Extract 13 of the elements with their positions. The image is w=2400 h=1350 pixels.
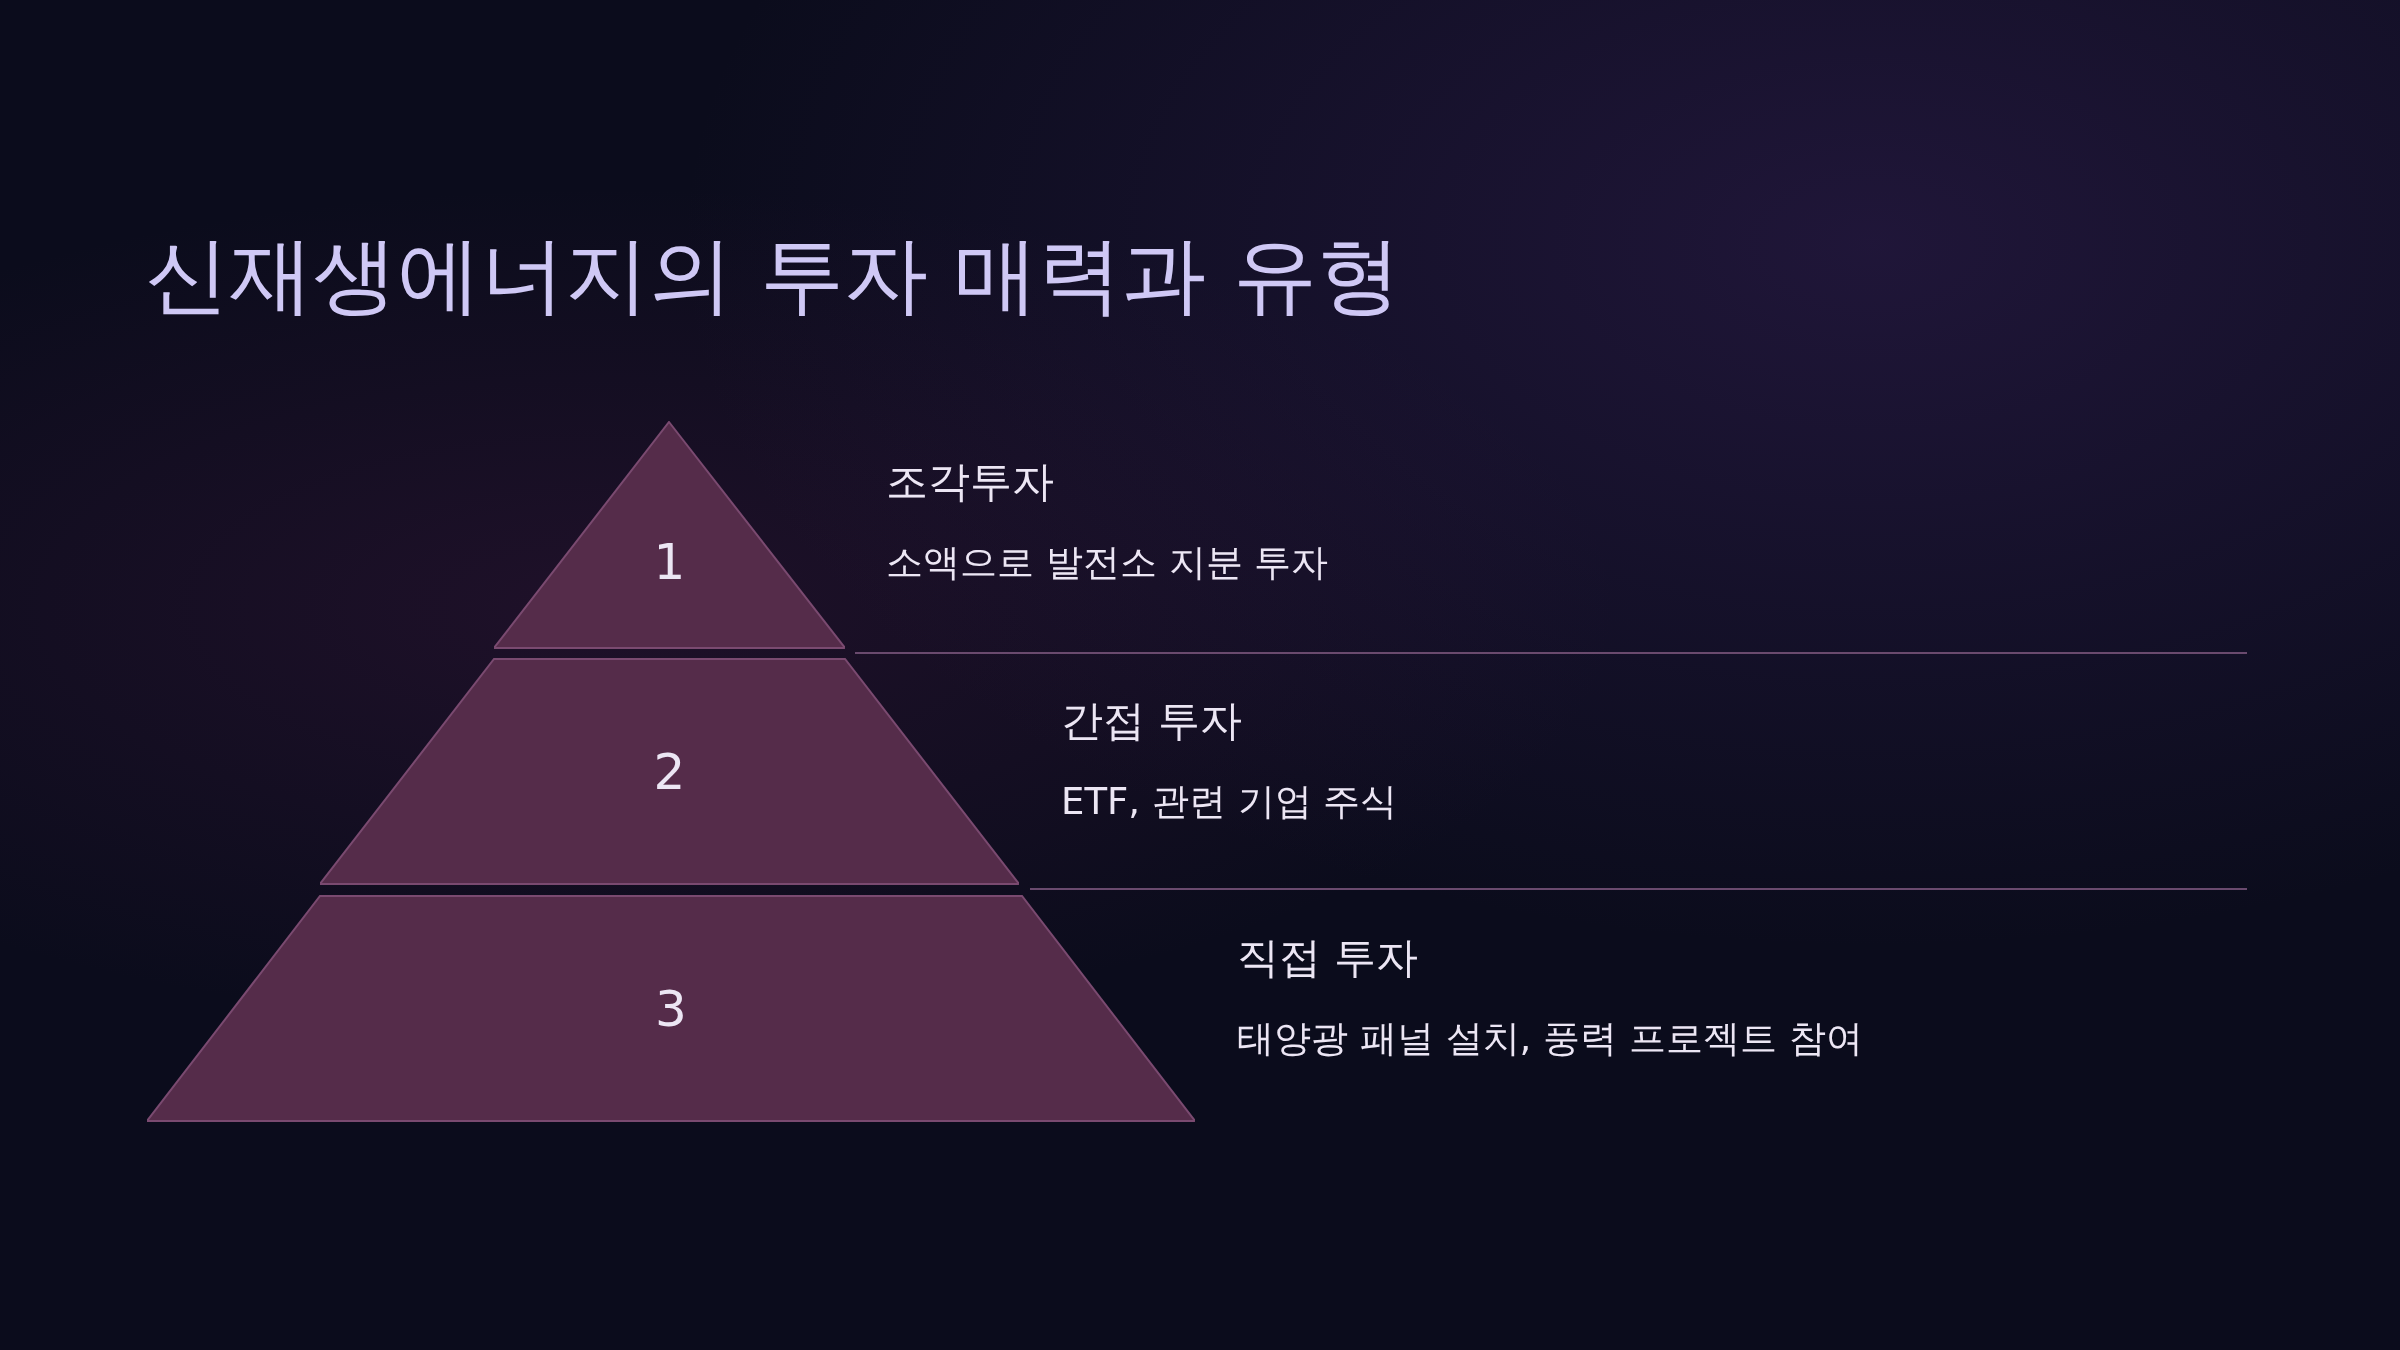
tier-heading: 조각투자 (886, 457, 1054, 508)
tier-number: 3 (654, 983, 688, 1034)
title: 신재생에너지의 투자 매력과 유형 (145, 225, 1402, 326)
tier-description: 소액으로 발전소 지분 투자 (886, 541, 1329, 586)
tier-number: 2 (652, 746, 687, 797)
tier-number: 1 (652, 537, 687, 588)
tier-heading: 간접 투자 (1061, 696, 1243, 747)
tier-heading: 직접 투자 (1237, 933, 1419, 984)
pyramid-tier (147, 895, 1195, 1122)
tier-description: 태양광 패널 설치, 풍력 프로젝트 참여 (1237, 1017, 1863, 1062)
pyramid-tier (320, 658, 1019, 885)
pyramid-tier (494, 421, 845, 649)
tier-description: ETF, 관련 기업 주식 (1061, 780, 1398, 825)
